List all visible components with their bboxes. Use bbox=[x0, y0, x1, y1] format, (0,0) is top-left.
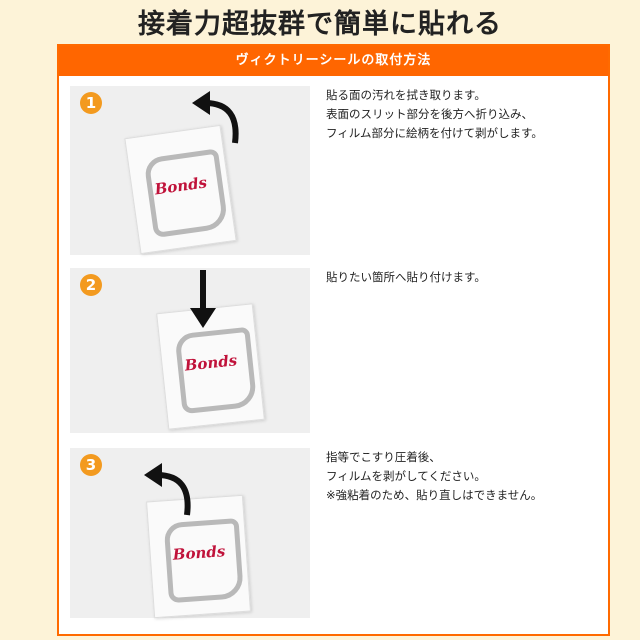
page-title: 接着力超抜群で簡単に貼れる bbox=[138, 9, 502, 40]
step-3-description: 指等でこすり圧着後、 フィルムを剥がしてください。 ※強粘着のため、貼り直しはで… bbox=[326, 450, 543, 502]
sticker-logo: Bonds bbox=[172, 542, 226, 564]
instructions-panel: ヴィクトリーシールの取付方法 1 Bonds 貼る面の汚れを拭き取ります。 表面… bbox=[57, 44, 610, 636]
curved-arrow-up-left-icon bbox=[144, 463, 191, 516]
step-number-badge: 1 bbox=[80, 92, 102, 114]
curved-arrow-up-left-icon bbox=[192, 91, 239, 144]
step-2-illustration: 2 Bonds bbox=[70, 268, 310, 433]
step-2-description: 貼りたい箇所へ貼り付けます。 bbox=[326, 270, 486, 284]
step-1-illustration: 1 Bonds bbox=[70, 86, 310, 255]
arrow-down-icon bbox=[190, 270, 216, 328]
step-number-badge: 3 bbox=[80, 454, 102, 476]
step-1-description: 貼る面の汚れを拭き取ります。 表面のスリット部分を後方へ折り込み、 フィルム部分… bbox=[326, 88, 543, 140]
panel-title: ヴィクトリーシールの取付方法 bbox=[59, 46, 608, 76]
step-number-badge: 2 bbox=[80, 274, 102, 296]
step-3-illustration: 3 Bonds bbox=[70, 448, 310, 619]
